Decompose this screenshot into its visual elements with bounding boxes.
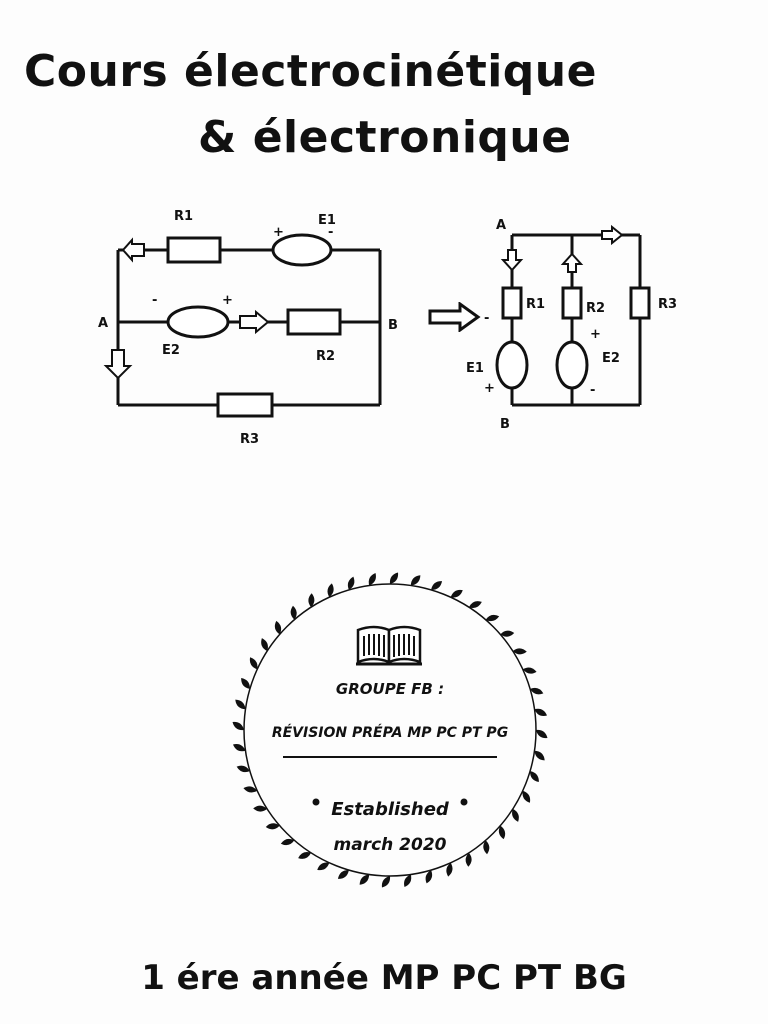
- wreath-leaf: [265, 823, 280, 830]
- label-e1-minus: -: [484, 311, 489, 326]
- label-e1-plus: +: [484, 381, 495, 396]
- label-r3: R3: [240, 432, 259, 447]
- label-e2: E2: [162, 343, 180, 358]
- wreath-leaf: [446, 862, 453, 877]
- label-node-a: A: [98, 316, 108, 331]
- wreath-leaf: [241, 677, 250, 689]
- wreath-leaf: [327, 583, 334, 598]
- wreath-leaf: [337, 870, 349, 879]
- wreath-leaf: [232, 721, 244, 731]
- source-e2: [166, 305, 230, 339]
- wreath-leaf: [243, 786, 258, 793]
- label-e1: E1: [318, 213, 336, 228]
- wreath-leaf: [425, 870, 433, 884]
- wreath-leaf: [431, 581, 443, 590]
- group-name: GROUPE FB :: [336, 680, 444, 698]
- wreath-leaf: [236, 765, 250, 773]
- wreath-leaf: [500, 630, 515, 637]
- label-e2: E2: [602, 351, 620, 366]
- label-r2: R2: [316, 349, 335, 364]
- resistor-r1: [501, 286, 523, 320]
- wreath-leaf: [280, 838, 295, 846]
- label-e1-minus: -: [328, 225, 333, 240]
- current-arrow-left-icon: [121, 237, 145, 263]
- wreath-leaf: [530, 771, 539, 783]
- established-date: march 2020: [334, 835, 447, 855]
- source-e1: [271, 233, 333, 267]
- wreath-leaf: [261, 638, 268, 652]
- wreath-leaf: [534, 708, 547, 716]
- wreath-leaf: [274, 620, 282, 635]
- resistor-r2: [286, 308, 342, 336]
- wreath-leaf: [485, 614, 500, 622]
- wreath-leaf: [368, 573, 376, 586]
- resistor-r1: [166, 236, 222, 264]
- wreath-leaf: [450, 589, 463, 598]
- label-node-b: B: [388, 318, 398, 333]
- transform-arrow-icon: [428, 302, 481, 332]
- open-book-icon: [356, 625, 422, 666]
- established-label: Established: [331, 799, 450, 820]
- resistor-r3: [216, 392, 274, 418]
- wreath-leaf: [512, 648, 527, 655]
- label-r2: R2: [586, 301, 605, 316]
- wreath-leaf: [410, 575, 421, 586]
- circuit-diagram-right: A B R1 R2 R3 E1 - + E2 + -: [466, 218, 677, 432]
- resistor-r2: [561, 286, 583, 320]
- wreath-leaf: [308, 593, 315, 608]
- source-e2: [555, 340, 589, 390]
- label-e2-minus: -: [152, 293, 157, 308]
- wreath-leaf: [530, 687, 544, 695]
- resistor-r3: [629, 286, 651, 320]
- wreath-leaf: [290, 605, 297, 620]
- wreath-leaf: [522, 667, 537, 674]
- label-node-b: B: [500, 417, 510, 432]
- wreath-leaf: [359, 874, 370, 885]
- current-arrow-up-icon: [560, 252, 584, 273]
- wreath-leaf: [298, 852, 312, 859]
- current-arrow-right-icon: [601, 224, 624, 246]
- current-arrow-down-icon: [103, 349, 133, 380]
- wreath-leaf: [465, 852, 472, 867]
- label-e1: E1: [466, 361, 484, 376]
- wreath-leaf: [317, 862, 330, 871]
- wreath-leaf: [404, 874, 412, 887]
- current-arrow-right-icon: [239, 309, 270, 335]
- wreath-leaf: [522, 790, 531, 803]
- label-e2-minus: -: [590, 383, 595, 398]
- current-arrow-down-icon: [500, 249, 524, 272]
- circuit-diagram-left: R1 E1 + - - + E2 R2 R3 A B: [98, 209, 398, 447]
- title-line-1: Cours électrocinétique: [24, 46, 597, 97]
- footer-level: 1 ére année MP PC PT BG: [141, 958, 627, 998]
- wreath-leaf: [512, 808, 519, 822]
- wreath-leaf: [498, 825, 506, 840]
- wreath-leaf: [233, 744, 246, 752]
- wreath-leaf: [468, 601, 482, 608]
- wreath-leaf: [534, 750, 545, 761]
- group-subtitle: RÉVISION PRÉPA MP PC PT PG: [272, 724, 508, 741]
- wreath-leaf: [483, 840, 490, 855]
- wreath-leaf: [536, 729, 548, 739]
- wreath-leaf: [253, 805, 268, 812]
- source-e1: [495, 340, 529, 390]
- label-r1: R1: [526, 297, 545, 312]
- wreath-ring: [243, 583, 537, 877]
- label-r3: R3: [658, 297, 677, 312]
- wreath-leaf: [347, 576, 355, 590]
- wreath-leaf: [249, 657, 258, 670]
- wreath-leaf: [389, 572, 399, 584]
- label-r1: R1: [174, 209, 193, 224]
- label-e1-plus: +: [273, 225, 284, 240]
- label-e2-plus: +: [222, 293, 233, 308]
- laurel-wreath-icon: [232, 572, 548, 888]
- wreath-leaf: [381, 876, 391, 888]
- wreath-leaf: [235, 699, 246, 710]
- title-line-2: & électronique: [198, 112, 572, 163]
- label-node-a: A: [496, 218, 506, 233]
- label-e2-plus: +: [590, 327, 601, 342]
- group-emblem: GROUPE FB : RÉVISION PRÉPA MP PC PT PG E…: [232, 572, 548, 888]
